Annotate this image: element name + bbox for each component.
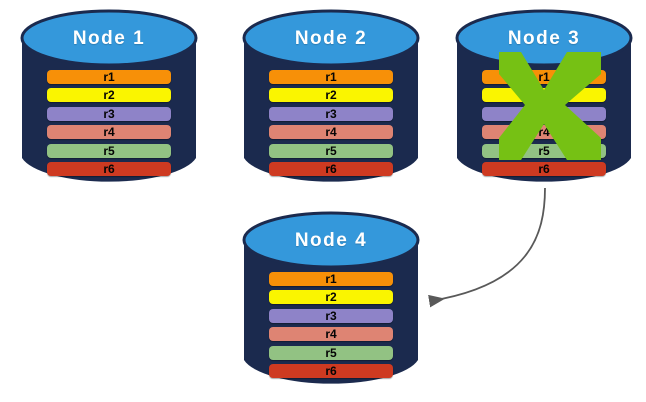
row-bar-r1: r1 xyxy=(482,70,606,84)
row-bar-r3: r3 xyxy=(482,106,606,121)
row-bar-r3: r3 xyxy=(47,106,171,121)
row-bar-r2: r2 xyxy=(482,88,606,103)
row-bar-r1: r1 xyxy=(47,70,171,84)
row-bar-r3: r3 xyxy=(269,308,393,323)
row-bar-r4: r4 xyxy=(47,125,171,140)
row-bar-r1: r1 xyxy=(269,272,393,286)
row-bar-r6: r6 xyxy=(269,162,393,176)
row-bar-r6: r6 xyxy=(47,162,171,176)
row-bar-r2: r2 xyxy=(269,88,393,103)
row-bar-r6: r6 xyxy=(482,162,606,176)
row-bar-r2: r2 xyxy=(269,290,393,305)
row-bar-r5: r5 xyxy=(269,345,393,360)
row-bar-r4: r4 xyxy=(269,327,393,342)
row-bar-r2: r2 xyxy=(47,88,171,103)
row-bar-r3: r3 xyxy=(269,106,393,121)
row-bar-r1: r1 xyxy=(269,70,393,84)
row-bar-r6: r6 xyxy=(269,364,393,378)
row-bar-r4: r4 xyxy=(269,125,393,140)
row-bar-r5: r5 xyxy=(269,143,393,158)
row-bar-r4: r4 xyxy=(482,125,606,140)
row-bar-r5: r5 xyxy=(482,143,606,158)
row-bar-r5: r5 xyxy=(47,143,171,158)
